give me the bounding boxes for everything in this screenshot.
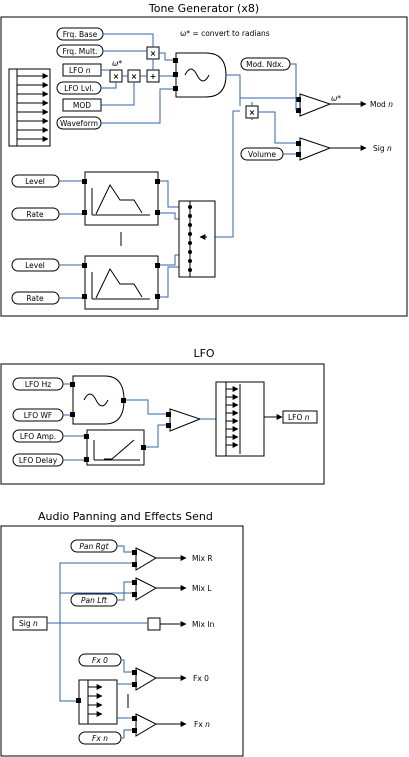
mix-l-amplifier (132, 577, 158, 601)
mix-r-output: Mix R (192, 554, 213, 563)
svg-text:LFO Amp.: LFO Amp. (20, 432, 56, 441)
waveform-input[interactable]: Waveform (56, 116, 102, 130)
lfo-multiply-op-1: × (109, 69, 123, 83)
svg-text:LFO Hz: LFO Hz (25, 380, 51, 389)
radians-note: ω* = convert to radians (180, 29, 270, 38)
lfo-frame (0, 363, 325, 485)
audio-wiring (47, 545, 148, 739)
svg-text:Level: Level (25, 261, 45, 270)
svg-text:LFO WF: LFO WF (24, 411, 53, 420)
mod-label: MOD (73, 101, 91, 110)
envelope-block-2 (82, 255, 160, 310)
lfo-wf-input[interactable]: LFO WF (12, 408, 64, 422)
rate-input-1[interactable]: Rate (11, 207, 60, 221)
svg-text:+: + (150, 72, 156, 81)
pan-rgt-input[interactable]: Pan Rgt (70, 539, 118, 553)
fx-n-input[interactable]: Fx n (78, 731, 122, 745)
sig-n-input: Sig n (12, 616, 48, 631)
lfo-n-output: LFO n (282, 410, 318, 424)
svg-text:Level: Level (25, 177, 45, 186)
svg-text:Pan Lft: Pan Lft (81, 596, 108, 605)
lfo-amplifier (166, 408, 202, 432)
audio-title: Audio Panning and Effects Send (38, 510, 213, 523)
frq-mult-input[interactable]: Frq. Mult. (56, 44, 104, 58)
mod-n-output: Mod n (370, 100, 393, 109)
tone-generator-title: Tone Generator (x8) (148, 2, 259, 15)
mix-in-node (147, 617, 161, 631)
frq-base-input[interactable]: Frq. Base (56, 27, 104, 41)
envelope-selector (178, 200, 216, 278)
sig-n-output: Sig n (373, 144, 392, 153)
lfo-n-label: LFO n (69, 66, 91, 75)
svg-text:×: × (249, 108, 255, 117)
add-op: + (146, 69, 160, 83)
lfo-multiply-op-2: × (127, 69, 141, 83)
svg-text:LFO n: LFO n (288, 413, 310, 422)
lfo-title: LFO (193, 347, 214, 360)
lfo-wiring (63, 383, 216, 461)
fx-0-output: Fx 0 (193, 674, 209, 683)
omega-star-label-2: ω* (331, 94, 341, 103)
lfo-amp-input[interactable]: LFO Amp. (12, 429, 64, 443)
volume-label: Volume (248, 150, 276, 159)
lfo-n-input[interactable]: LFO n (62, 63, 102, 77)
frq-multiply-op: × (146, 46, 160, 60)
fx-selector (76, 679, 118, 725)
svg-text:Rate: Rate (26, 294, 44, 303)
level-input-2[interactable]: Level (11, 258, 60, 272)
mod-ndx-input[interactable]: Mod. Ndx. (240, 57, 291, 71)
svg-text:Rate: Rate (26, 210, 44, 219)
frq-base-label: Frq. Base (63, 30, 98, 39)
frq-mult-label: Frq. Mult. (63, 47, 98, 56)
audio-frame (0, 525, 244, 757)
tone-generator-frame (0, 16, 408, 317)
mod-ndx-label: Mod. Ndx. (246, 60, 284, 69)
lfo-selector (215, 381, 265, 457)
level-input-1[interactable]: Level (11, 174, 60, 188)
parameter-table (8, 68, 51, 147)
tone-generator-wiring (101, 33, 296, 238)
fx-0-input[interactable]: Fx 0 (78, 653, 122, 667)
fx-0-amplifier (132, 667, 158, 691)
envelope-wiring (59, 180, 179, 299)
svg-text:LFO Delay: LFO Delay (19, 456, 58, 465)
svg-text:Sig n: Sig n (19, 619, 38, 628)
svg-text:×: × (113, 72, 119, 81)
lfo-lvl-input[interactable]: LFO Lvl. (56, 81, 102, 95)
omega-star-label-1: ω* (112, 59, 122, 68)
mod-amplifier (296, 93, 332, 117)
rate-input-2[interactable]: Rate (11, 291, 60, 305)
envelope-multiply-op: × (245, 105, 259, 119)
oscillator-block (173, 52, 227, 98)
sig-amplifier (296, 137, 332, 161)
fx-n-output: Fx n (194, 720, 210, 729)
lfo-delay-envelope (84, 429, 146, 466)
amp-wiring (258, 63, 297, 155)
mod-input[interactable]: MOD (62, 98, 102, 112)
pan-lft-input[interactable]: Pan Lft (70, 593, 118, 607)
svg-text:×: × (150, 49, 156, 58)
waveform-label: Waveform (60, 119, 98, 128)
mix-in-output: Mix In (192, 620, 215, 629)
lfo-oscillator (70, 375, 126, 425)
envelope-block-1 (82, 171, 160, 226)
svg-text:Fx n: Fx n (92, 734, 108, 743)
mix-r-amplifier (132, 547, 158, 571)
lfo-hz-input[interactable]: LFO Hz (12, 377, 64, 391)
lfo-lvl-label: LFO Lvl. (64, 84, 94, 93)
fx-n-amplifier (132, 713, 158, 737)
svg-text:Fx 0: Fx 0 (92, 656, 108, 665)
lfo-delay-input[interactable]: LFO Delay (12, 453, 64, 467)
volume-input[interactable]: Volume (240, 147, 284, 161)
svg-text:Pan Rgt: Pan Rgt (79, 542, 109, 551)
svg-text:×: × (131, 72, 137, 81)
mix-l-output: Mix L (192, 584, 212, 593)
